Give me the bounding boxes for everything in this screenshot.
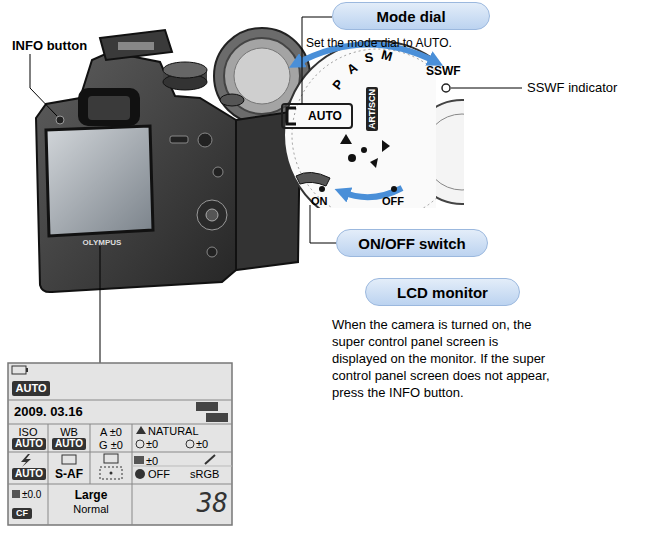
switch-marking: OFF: [382, 195, 412, 208]
brand-logo: OLYMPUS: [62, 238, 142, 248]
screen-value: 2009. 03.16: [14, 404, 124, 420]
screen-value: Large: [50, 488, 132, 502]
screen-value: NATURAL: [148, 425, 230, 437]
shot-counter: 38: [140, 488, 228, 518]
callout-title: LCD monitor: [397, 284, 488, 301]
screen-value: AUTO: [12, 381, 50, 396]
screen-value: AUTO: [52, 438, 86, 450]
dial-marking: ART/SCN: [366, 87, 378, 131]
switch-marking: ON: [311, 195, 335, 208]
dial-marking: SSWF: [426, 64, 470, 78]
screen-value: ISO: [10, 426, 46, 438]
screen-value: ±0.0: [22, 489, 48, 501]
screen-value: sRGB: [190, 468, 230, 480]
part-label: INFO button: [12, 38, 102, 54]
callout-pill: Mode dial: [332, 2, 490, 30]
screen-value: WB: [50, 426, 88, 438]
instruction-text: Set the mode dial to AUTO.: [306, 36, 516, 51]
screen-value: AUTO: [12, 468, 46, 480]
dial-marking: S: [361, 49, 377, 66]
screen-value: A ±0: [92, 426, 130, 438]
screen-value: ±0: [146, 455, 178, 467]
callout-title: Mode dial: [376, 8, 445, 25]
screen-value: S-AF: [50, 467, 88, 481]
callout-pill: ON/OFF switch: [336, 229, 488, 257]
dial-marking: AUTO: [302, 108, 348, 124]
description-text: When the camera is turned on, the super …: [332, 316, 550, 401]
screen-value: AUTO: [12, 438, 46, 450]
callout-title: ON/OFF switch: [358, 235, 466, 252]
screen-value: ±0: [196, 438, 228, 450]
part-label: SSWF indicator: [527, 80, 647, 96]
screen-value: Normal: [50, 503, 132, 516]
screen-value: CF: [12, 508, 32, 519]
screen-value: ±0: [146, 438, 178, 450]
screen-value: OFF: [148, 468, 176, 480]
screen-value: G ±0: [92, 439, 130, 451]
callout-pill: LCD monitor: [365, 278, 520, 306]
